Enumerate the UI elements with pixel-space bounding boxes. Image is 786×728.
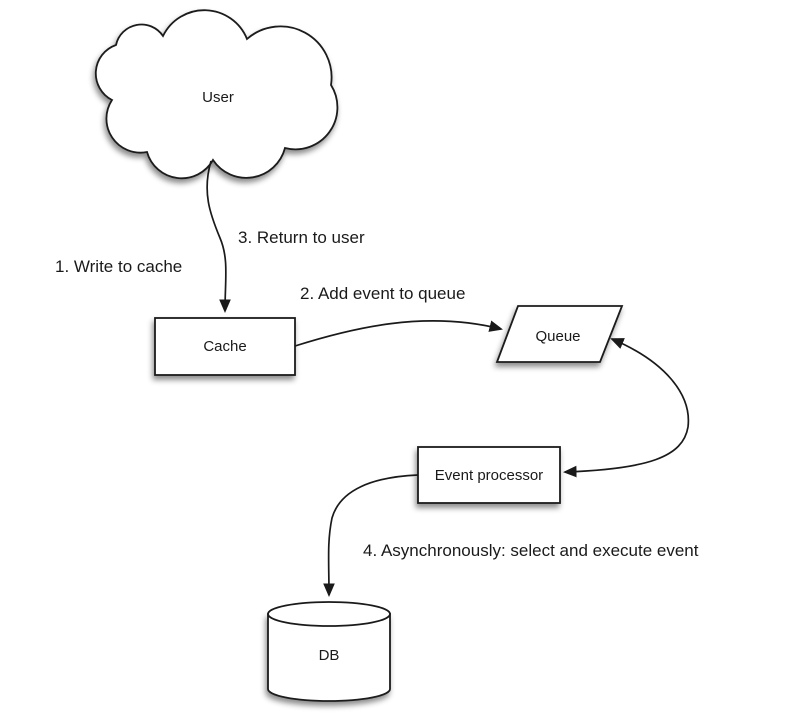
edge-label-add-event-to-queue: 2. Add event to queue — [300, 284, 465, 303]
edge-label-return-to-user: 3. Return to user — [238, 228, 365, 247]
event-processor-node: Event processor — [417, 446, 561, 504]
user-cloud-node: User — [94, 9, 339, 180]
edge-queue-event-processor — [562, 338, 690, 478]
cache-node-label: Cache — [203, 338, 246, 355]
edge-label-async-execute: 4. Asynchronously: select and execute ev… — [363, 541, 699, 560]
cloud-shape — [94, 9, 339, 180]
queue-node-label: Queue — [535, 328, 580, 345]
db-cylinder-top — [267, 601, 391, 627]
db-cylinder-body — [267, 613, 391, 702]
edge-label-write-to-cache: 1. Write to cache — [55, 257, 182, 276]
edge-user-to-cache — [206, 160, 231, 314]
db-node-label: DB — [319, 647, 340, 664]
edge-cache-to-queue — [294, 320, 503, 347]
user-node-label: User — [202, 89, 234, 106]
queue-node: Queue — [495, 305, 624, 363]
edge-event-processor-to-db — [323, 474, 419, 598]
cache-node: Cache — [154, 317, 296, 376]
db-node: DB — [267, 601, 391, 702]
cache-rectangle — [154, 317, 296, 376]
event-processor-node-label: Event processor — [435, 467, 543, 484]
